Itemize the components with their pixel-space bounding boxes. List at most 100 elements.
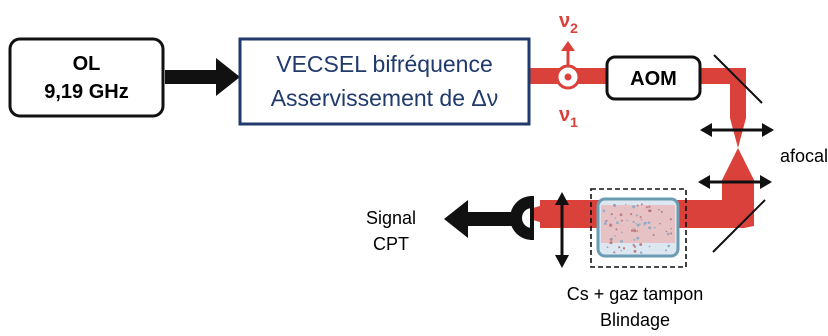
ol-to-vecsel-arrow — [165, 58, 240, 96]
gas-dot — [636, 236, 640, 240]
gas-dot — [613, 204, 615, 206]
gas-dot — [666, 232, 670, 236]
gas-dot — [630, 229, 634, 232]
gas-dot — [643, 224, 645, 226]
gas-dot — [614, 234, 617, 237]
gas-dot — [606, 246, 609, 248]
cpt-label: CPT — [373, 234, 409, 254]
nu1-label: ν1 — [559, 104, 578, 130]
polarization-symbol — [555, 41, 581, 90]
beam-segment-down-1 — [730, 68, 746, 118]
gas-dot — [636, 223, 640, 227]
gas-dot — [644, 221, 647, 225]
gas-dot — [648, 245, 651, 248]
ol-box — [8, 37, 165, 118]
gas-dot — [639, 223, 641, 225]
collecting-lens — [555, 192, 569, 268]
gas-dot — [635, 222, 638, 225]
polarization-arrow-head — [561, 41, 575, 51]
gas-dot — [610, 213, 613, 216]
ol-label: OL — [73, 53, 101, 75]
gas-dot — [633, 245, 637, 248]
mirror-bottom — [712, 199, 766, 253]
nu2-sub: 2 — [570, 20, 578, 36]
gas-dot — [659, 222, 661, 225]
beam-focus-top — [730, 118, 746, 148]
gas-dot — [618, 246, 621, 249]
gas-dot — [604, 222, 607, 225]
gas-dot — [613, 251, 616, 254]
signal-output-arrow — [444, 200, 512, 238]
gas-dot — [616, 221, 619, 225]
aom-box — [605, 55, 702, 101]
gas-dot — [632, 243, 635, 247]
gas-dot — [619, 213, 623, 217]
shielding-box — [590, 188, 687, 268]
vecsel-title: VECSEL bifréquence — [276, 51, 493, 77]
gas-dot — [621, 231, 623, 234]
gas-dot — [639, 243, 643, 246]
gas-dot — [648, 209, 651, 213]
gas-dot — [614, 217, 617, 219]
gas-dot — [620, 250, 622, 252]
gas-dot — [652, 234, 655, 236]
gas-dot — [640, 218, 643, 221]
gas-dot — [633, 249, 637, 253]
gas-dot — [632, 205, 636, 209]
gas-dot — [604, 220, 607, 223]
gas-dot — [620, 239, 623, 243]
gas-dot — [620, 219, 623, 222]
gas-dot — [636, 230, 639, 232]
gas-dot — [664, 249, 667, 252]
gas-dot — [633, 227, 635, 230]
signal-label: Signal — [366, 208, 416, 228]
gas-dot — [658, 208, 660, 211]
gas-dot — [660, 210, 663, 213]
gas-dot — [648, 226, 652, 230]
gas-dot — [639, 215, 642, 219]
gas-dot — [647, 221, 651, 224]
aom-label: AOM — [630, 68, 677, 90]
gas-dot — [669, 218, 672, 221]
gas-dot — [615, 228, 618, 231]
gas-dot — [640, 203, 643, 206]
gas-dot — [653, 226, 656, 229]
gas-dot — [635, 214, 638, 217]
afocal-label: afocal — [780, 146, 828, 166]
vecsel-subtitle: Asservissement de Δν — [271, 85, 499, 111]
beam-segment-tip — [533, 200, 560, 228]
gas-dot — [625, 203, 627, 206]
gas-dot — [639, 251, 643, 254]
cell-label: Cs + gaz tampon — [567, 284, 704, 304]
shielding-label: Blindage — [600, 310, 670, 330]
gas-dot — [648, 205, 651, 208]
cell-gas-dots — [602, 203, 673, 254]
gas-dot — [667, 244, 671, 248]
vecsel-box — [238, 37, 531, 126]
photodetector-icon — [510, 196, 534, 240]
gas-dot — [610, 237, 613, 241]
gas-dot — [665, 230, 668, 233]
nu1-base: ν — [559, 104, 570, 126]
gas-dot — [670, 232, 673, 235]
gas-dot — [630, 213, 633, 216]
nu2-base: ν — [559, 10, 570, 32]
gas-dot — [609, 241, 613, 245]
gas-dot — [632, 220, 635, 224]
gas-dot — [609, 223, 613, 227]
gas-dot — [626, 219, 629, 222]
gas-dot — [622, 247, 626, 250]
afocal-lens-bottom — [698, 175, 772, 189]
gas-dot — [602, 209, 606, 213]
afocal-lens-top — [700, 123, 774, 137]
nu2-label: ν2 — [559, 10, 578, 36]
polarization-dot — [564, 73, 572, 81]
gas-dot — [636, 204, 639, 207]
gas-dot — [645, 206, 648, 209]
gas-dot — [670, 227, 672, 230]
ol-frequency-label: 9,19 GHz — [44, 81, 128, 103]
gas-dot — [633, 229, 637, 233]
mirror-top — [713, 54, 763, 104]
